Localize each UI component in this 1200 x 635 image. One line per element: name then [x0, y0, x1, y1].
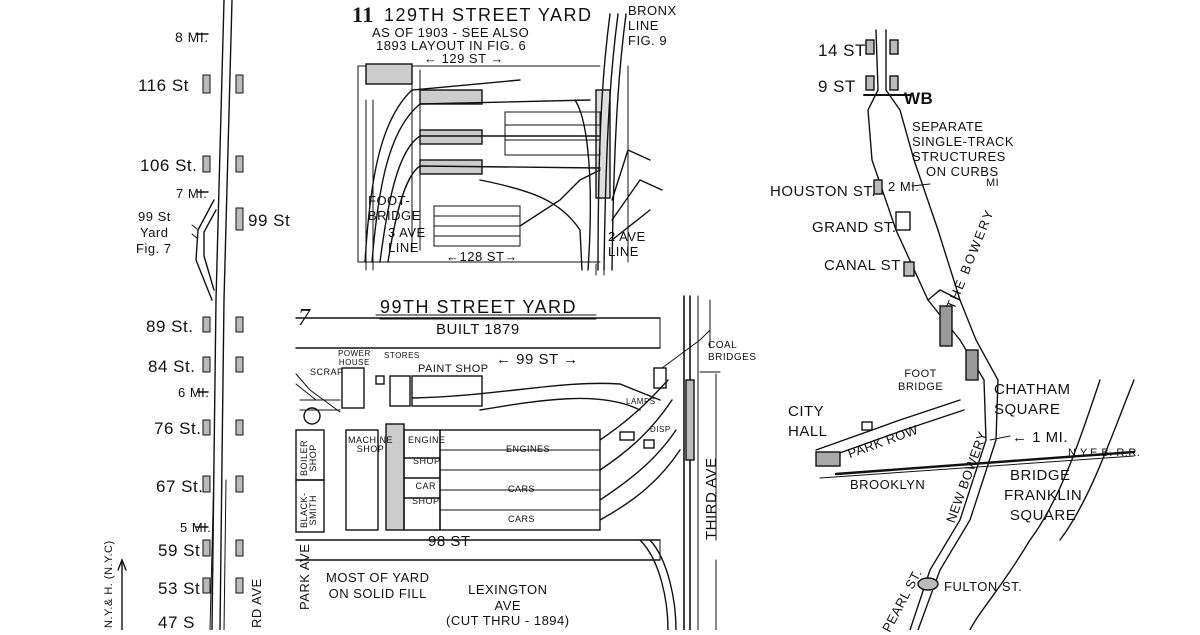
station-14-st: 14 ST	[818, 41, 866, 60]
station-houston-st: HOUSTON ST.	[770, 183, 877, 200]
third-ave-label: THIRD AVE	[703, 457, 720, 540]
station-platforms	[202, 74, 244, 594]
station-53-st: 53 St	[158, 579, 201, 598]
street-98-st: 98 ST	[428, 533, 471, 550]
milepost-6-label: 6 MI.	[178, 385, 210, 400]
milepost-ticks	[191, 33, 209, 528]
station-9-st: 9 ST	[818, 77, 856, 96]
fig-11-number: 11	[352, 2, 374, 27]
fig-7-number: 7	[298, 305, 311, 331]
footbridge-129-label: FOOT-BRIDGE	[368, 193, 421, 223]
station-106-st: 106 St.	[140, 156, 198, 175]
station-67-st: 67 St.	[156, 477, 204, 496]
mi-small-label: MI	[986, 177, 1000, 189]
yard-99-title: 99TH STREET YARD	[380, 297, 578, 317]
yard-129-lines	[357, 13, 663, 276]
street-128-st: ←128 ST→	[446, 249, 518, 264]
disp-label: DISP	[650, 425, 671, 434]
wb-label: WB	[904, 89, 934, 108]
station-grand-st: GRAND ST.	[812, 219, 897, 236]
station-fulton-st: FULTON ST.	[944, 579, 1023, 594]
cars-label-2: CARS	[508, 514, 536, 524]
paint-shop-label: PAINT SHOP	[418, 363, 489, 375]
engines-label: ENGINES	[506, 444, 551, 454]
station-116-st: 116 St	[138, 76, 189, 95]
yard-129-note-1: AS OF 1903 - SEE ALSO	[372, 25, 530, 40]
bridge-label: BRIDGE	[1010, 467, 1071, 484]
yard-ref-line1: 99 St	[138, 209, 171, 224]
station-84-st: 84 St.	[148, 357, 196, 376]
blacksmith-label: BLACK-SMITH	[299, 492, 319, 528]
milepost-7-label: 7 MI.	[176, 186, 208, 201]
lamps-label: LAMPS	[626, 397, 656, 406]
station-59-st: 59 St	[158, 541, 201, 560]
station-47-st: 47 S	[158, 613, 195, 632]
station-canal-st: CANAL ST	[824, 257, 901, 274]
street-label-rd-ave: RD AVE	[249, 578, 264, 628]
yard-99-lines	[295, 295, 721, 630]
milepost-5-label: 5 MI.	[180, 520, 212, 535]
station-76-st: 76 St.	[154, 419, 202, 438]
yard-ref-line3: Fig. 7	[136, 241, 172, 256]
north-line-label: N.Y.& H. (N.Y.C)	[103, 540, 115, 628]
yard-ref-line2: Yard	[140, 225, 169, 240]
station-89-st: 89 St.	[146, 317, 194, 336]
scrap-label: SCRAP	[310, 367, 344, 377]
brooklyn-label: BROOKLYN	[850, 477, 926, 492]
downtown-lines	[815, 29, 1136, 630]
milepost-2-label: 2 MI.	[888, 179, 920, 194]
milepost-8-label: 8 MI.	[175, 29, 209, 45]
park-ave-label: PARK AVE	[297, 543, 312, 610]
main-line-tracks	[195, 0, 233, 630]
cars-label: CARS	[508, 484, 536, 494]
nyeb-rr-label: N.Y.E.B. R.R.	[1068, 447, 1141, 459]
stores-label: STORES	[384, 351, 420, 360]
milepost-1-label: ← 1 MI.	[1012, 429, 1069, 446]
station-99-st: 99 St	[248, 211, 291, 230]
north-arrow	[117, 558, 127, 630]
yard-129-note-2: 1893 LAYOUT IN FIG. 6	[376, 38, 527, 53]
street-99-st: ← 99 ST →	[496, 351, 579, 368]
yard-129-title: 129TH STREET YARD	[384, 5, 593, 25]
yard-99-built: BUILT 1879	[436, 321, 520, 338]
street-129-st: ← 129 ST →	[424, 51, 504, 66]
